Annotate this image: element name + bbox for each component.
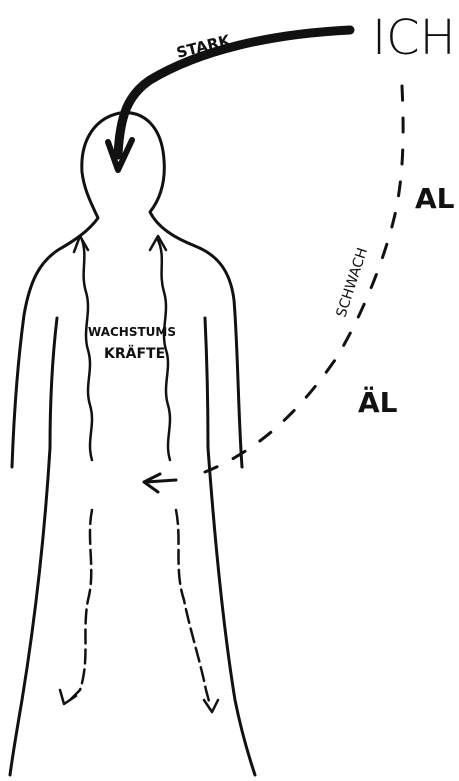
growth-force-left-lower	[70, 510, 92, 700]
left-arm-inner	[50, 318, 57, 448]
left-leg-outline	[10, 448, 50, 775]
right-arm-inner	[205, 318, 208, 448]
right-leg-outline	[208, 448, 255, 775]
label-al: AL	[415, 182, 455, 215]
growth-force-right-lower	[176, 510, 210, 705]
label-ich: ICH	[372, 10, 456, 66]
label-al-umlaut: ÄL	[358, 385, 398, 419]
label-growth-line1: WACHSTUMS	[88, 325, 176, 339]
label-schwach: SCHWACH	[334, 246, 371, 319]
growth-force-right-lower-arrow	[204, 700, 218, 712]
label-growth-line2: KRÄFTE	[104, 345, 165, 362]
weak-arrow-tail	[146, 480, 176, 482]
growth-force-left-upper	[82, 240, 92, 460]
strong-arrow-curve	[118, 30, 350, 155]
growth-force-left-lower-arrow	[60, 690, 76, 704]
